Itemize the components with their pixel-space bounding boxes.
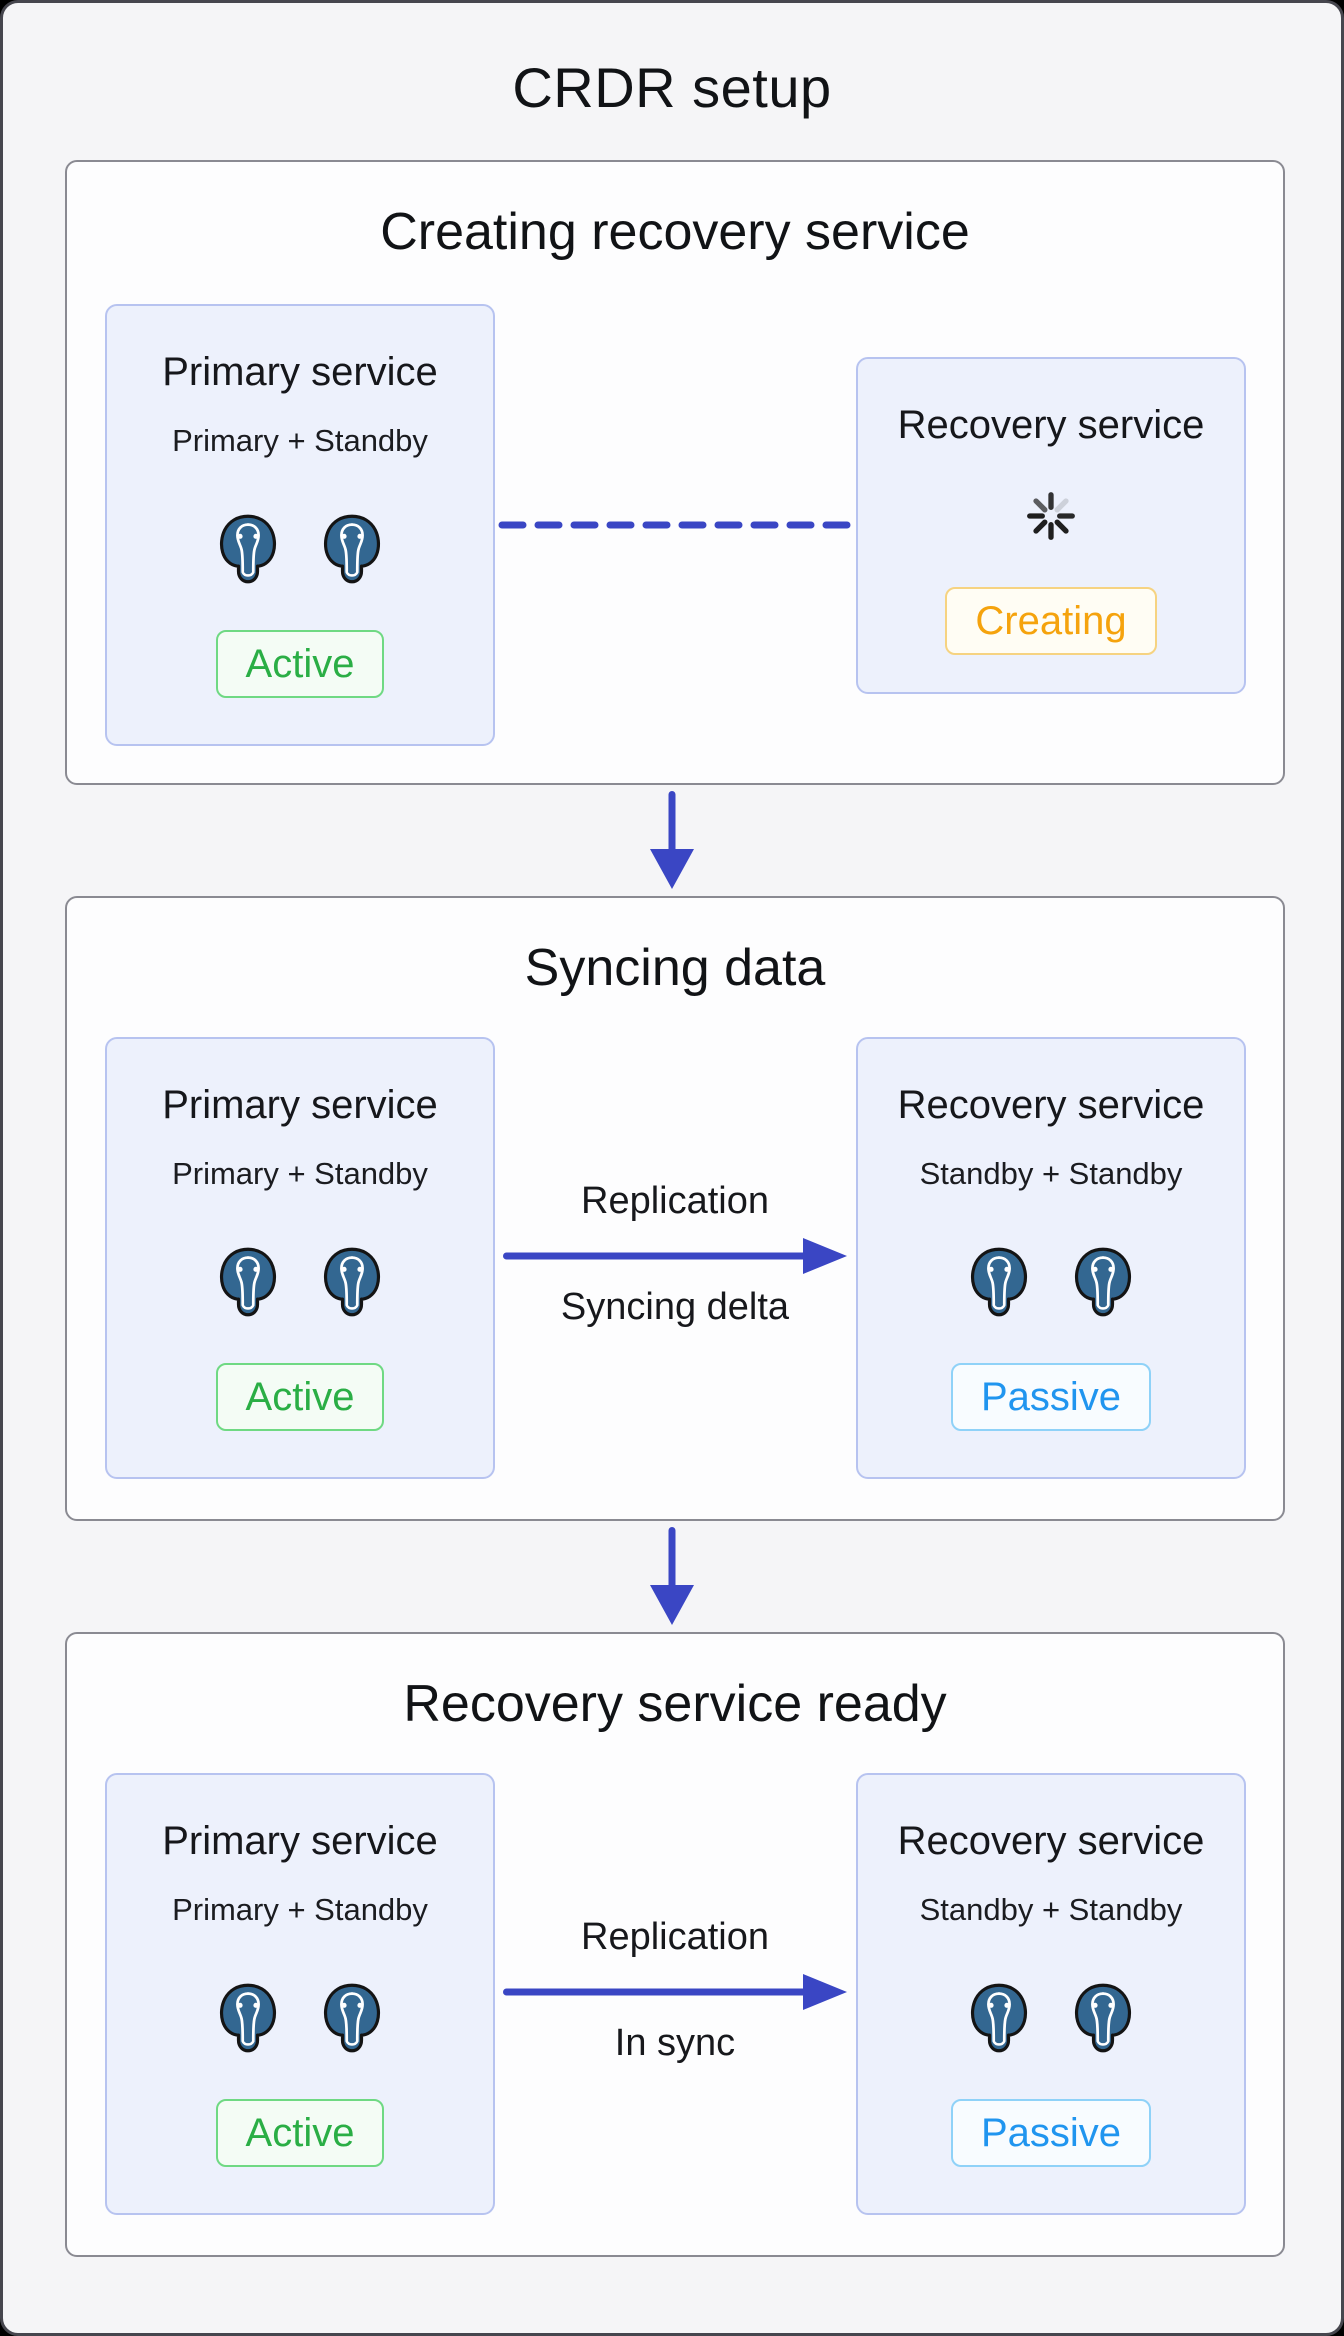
postgres-instances xyxy=(214,1981,386,2055)
sync-state-label: In sync xyxy=(614,2021,736,2064)
dashed-connector-line xyxy=(497,519,856,531)
postgres-instances xyxy=(965,1981,1137,2055)
recovery-service-card: Recovery service Standby + Standby Passi… xyxy=(856,1037,1246,1479)
card-title: Primary service xyxy=(162,1819,438,1863)
card-subtitle: Primary + Standby xyxy=(172,1892,428,1927)
card-subtitle: Standby + Standby xyxy=(919,1156,1183,1191)
flow-step-connector xyxy=(3,785,1341,896)
section-title: Recovery service ready xyxy=(403,1675,947,1733)
right-arrow-icon xyxy=(503,1973,847,2010)
section-creating-recovery-service: Creating recovery service Primary servic… xyxy=(65,160,1285,785)
status-badge-active: Active xyxy=(215,1363,385,1432)
primary-service-card: Primary service Primary + Standby Active xyxy=(105,1037,495,1479)
sync-state-label: Syncing delta xyxy=(560,1285,790,1328)
status-badge-active: Active xyxy=(215,630,385,699)
postgres-elephant-icon xyxy=(323,1247,381,1317)
section-recovery-service-ready: Recovery service ready Primary service P… xyxy=(65,1632,1285,2257)
recovery-service-card: Recovery service Standby + Standby Passi… xyxy=(856,1773,1246,2215)
flow-step-connector xyxy=(3,1521,1341,1632)
primary-service-card: Primary service Primary + Standby Active xyxy=(105,1773,495,2215)
postgres-elephant-icon xyxy=(219,1247,277,1317)
card-subtitle: Primary + Standby xyxy=(172,1156,428,1191)
postgres-elephant-icon xyxy=(323,514,381,584)
status-badge-passive: Passive xyxy=(950,1363,1152,1432)
section-title: Syncing data xyxy=(524,939,826,997)
card-subtitle: Standby + Standby xyxy=(919,1892,1183,1927)
down-arrow-icon xyxy=(650,790,694,889)
postgres-elephant-icon xyxy=(1074,1983,1132,2053)
postgres-elephant-icon xyxy=(970,1983,1028,2053)
postgres-elephant-icon xyxy=(219,514,277,584)
card-title: Recovery service xyxy=(897,403,1205,447)
card-title: Primary service xyxy=(162,350,438,394)
recovery-service-card: Recovery service Creating xyxy=(856,357,1246,694)
postgres-elephant-icon xyxy=(1074,1247,1132,1317)
status-badge-active: Active xyxy=(215,2099,385,2168)
replication-connector: Replication Syncing delta xyxy=(503,1180,847,1329)
replication-label: Replication xyxy=(581,1916,769,1958)
card-title: Recovery service xyxy=(897,1083,1205,1127)
postgres-instances xyxy=(214,1245,386,1319)
postgres-elephant-icon xyxy=(970,1247,1028,1317)
page-title: CRDR setup xyxy=(512,56,832,119)
status-badge-passive: Passive xyxy=(950,2099,1152,2168)
primary-service-card: Primary service Primary + Standby Active xyxy=(105,304,495,746)
replication-label: Replication xyxy=(581,1180,769,1222)
card-title: Primary service xyxy=(162,1083,438,1127)
postgres-instances xyxy=(214,512,386,586)
postgres-instances xyxy=(965,1245,1137,1319)
postgres-elephant-icon xyxy=(219,1983,277,2053)
loading-spinner-icon xyxy=(1022,487,1080,545)
right-arrow-icon xyxy=(503,1237,847,1274)
section-title: Creating recovery service xyxy=(380,203,970,261)
card-subtitle: Primary + Standby xyxy=(172,423,428,458)
postgres-elephant-icon xyxy=(323,1983,381,2053)
card-title: Recovery service xyxy=(897,1819,1205,1863)
down-arrow-icon xyxy=(650,1526,694,1625)
section-syncing-data: Syncing data Primary service Primary + S… xyxy=(65,896,1285,1521)
status-badge-creating: Creating xyxy=(945,587,1157,655)
replication-connector: Replication In sync xyxy=(503,1916,847,2065)
